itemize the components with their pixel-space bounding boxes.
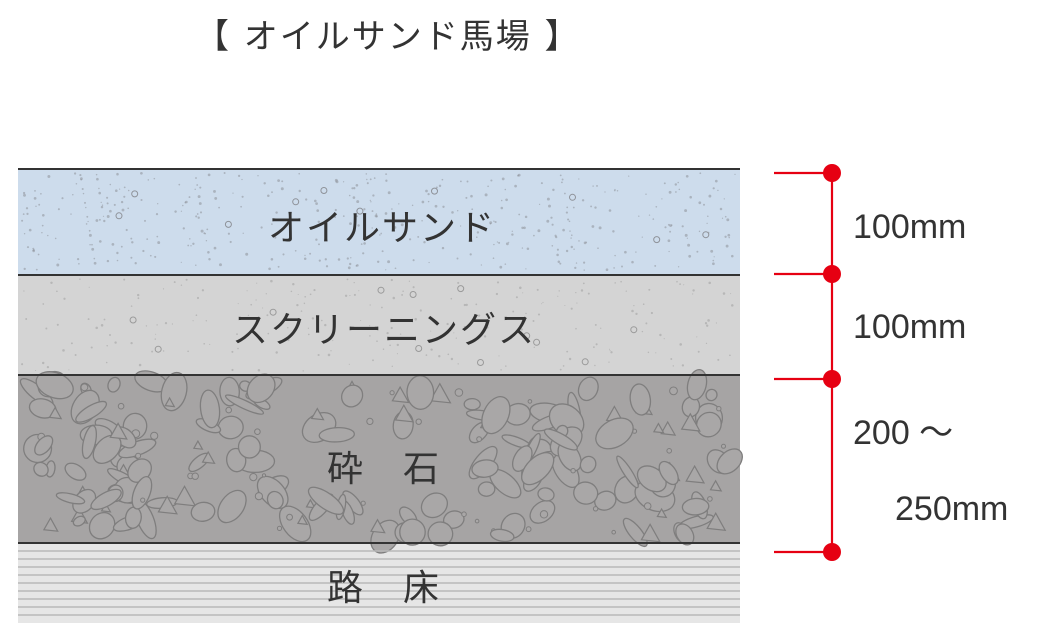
oil-sand-label: オイルサンド xyxy=(268,208,496,249)
crushed-stone-texture xyxy=(19,368,743,554)
dimension-dot-screenings-stone xyxy=(823,370,841,388)
roadbed-texture xyxy=(18,550,740,616)
dimension-dot-oil-screenings xyxy=(823,265,841,283)
roadbed-label: 路 床 xyxy=(327,568,441,609)
oil-sand-layer xyxy=(18,169,740,275)
crushed-stone-thickness-label-line1: 200 ～ xyxy=(853,414,953,452)
screenings-texture xyxy=(21,278,734,372)
diagram-title: 【 オイルサンド馬場 】 xyxy=(195,17,581,57)
screenings-layer xyxy=(18,275,740,375)
dimension-dot-top xyxy=(823,164,841,182)
oil-sand-texture xyxy=(21,171,736,272)
screenings-thickness-label: 100mm xyxy=(853,308,966,346)
screenings-label: スクリーニングス xyxy=(232,310,536,351)
crushed-stone-label: 砕 石 xyxy=(327,449,441,490)
dimension-markers xyxy=(774,164,841,561)
oil-sand-thickness-label: 100mm xyxy=(853,208,966,246)
crushed-stone-thickness-label-line2: 250mm xyxy=(895,490,1008,528)
dimension-dot-stone-roadbed xyxy=(823,543,841,561)
layer-stack xyxy=(18,168,743,623)
